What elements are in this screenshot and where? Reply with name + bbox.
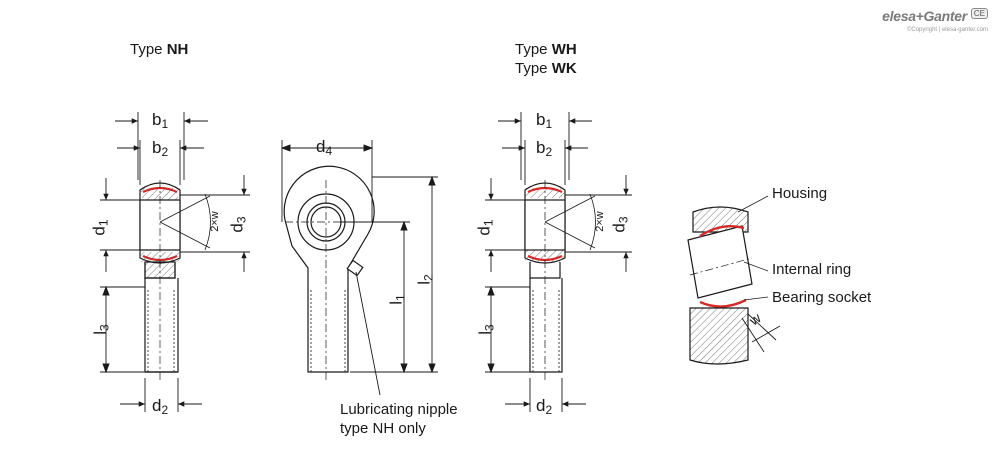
dim-2w-nh: 2×w xyxy=(208,211,221,232)
dim-d2-nh: d2 xyxy=(152,396,169,417)
dim-2w-wh: 2×w xyxy=(593,211,606,232)
label-internal-ring: Internal ring xyxy=(772,261,852,278)
dim-d4: d4 xyxy=(316,137,333,158)
dim-l1: l1 xyxy=(386,294,408,305)
dim-d3-nh: d3 xyxy=(227,216,249,233)
type-wh-heading: Type WH xyxy=(515,42,577,57)
dim-b1-nh: b1 xyxy=(152,110,169,131)
view-detail xyxy=(687,195,781,365)
dims-wh xyxy=(485,112,632,412)
view-wh-side xyxy=(524,180,596,380)
dim-d2-wh: d2 xyxy=(536,396,553,417)
note-nipple-line2: type NH only xyxy=(340,420,426,437)
brand-copyright: ©Copyright | elesa-ganter.com xyxy=(906,27,988,33)
brand-name: elesa+Ganter xyxy=(882,8,967,24)
view-nh-side xyxy=(139,180,211,380)
dim-l3-nh: l3 xyxy=(90,324,112,335)
label-bearing-socket: Bearing socket xyxy=(772,289,872,306)
dim-b2-wh: b2 xyxy=(536,138,553,159)
dim-b2-nh: b2 xyxy=(152,138,169,159)
label-housing: Housing xyxy=(772,185,828,202)
dim-l3-wh: l3 xyxy=(475,324,497,335)
dim-b1-wh: b1 xyxy=(536,110,553,131)
type-code-wk: WK xyxy=(551,60,577,77)
type-code-nh: NH xyxy=(166,41,189,58)
dim-d3-wh: d3 xyxy=(609,216,631,233)
note-nipple-line1: Lubricating nipple xyxy=(340,401,458,418)
dim-l2: l2 xyxy=(414,274,436,285)
type-code-wh: WH xyxy=(551,41,577,58)
type-prefix: Type xyxy=(515,41,552,58)
dim-d1-wh: d1 xyxy=(474,219,496,236)
type-prefix: Type xyxy=(130,41,167,58)
type-nh-heading: Type NH xyxy=(130,42,188,57)
dim-d1-nh: d1 xyxy=(89,219,111,236)
dims-front xyxy=(280,140,438,396)
dims-nh xyxy=(100,112,250,412)
type-prefix: Type xyxy=(515,60,552,77)
type-wk-heading: Type WK xyxy=(515,61,577,76)
view-front xyxy=(283,165,375,382)
ce-mark: CE xyxy=(970,8,988,19)
